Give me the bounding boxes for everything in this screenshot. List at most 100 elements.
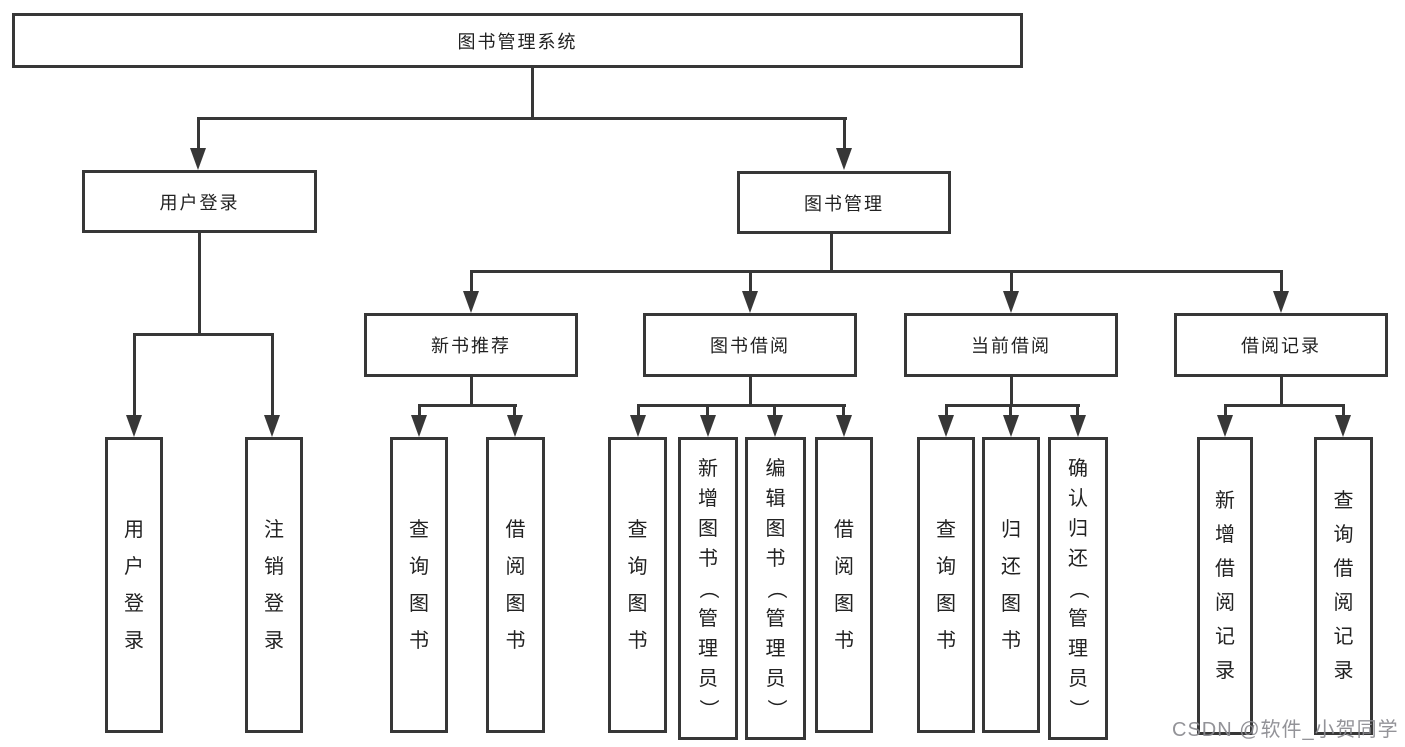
vertical-char: 借 bbox=[1215, 558, 1235, 580]
arrow-down-icon bbox=[126, 415, 142, 437]
arrow-down-icon bbox=[836, 148, 852, 170]
connector-line bbox=[513, 404, 516, 417]
leaf-borrow-books-recommend: 借阅图书 bbox=[486, 437, 545, 733]
arrow-down-icon bbox=[463, 291, 479, 313]
vertical-char: 书 bbox=[765, 547, 786, 570]
connector-line bbox=[470, 270, 473, 293]
arrow-down-icon bbox=[264, 415, 280, 437]
leaf-logout: 注销登录 bbox=[245, 437, 303, 733]
leaf-borrow-books-borrow: 借阅图书 bbox=[815, 437, 873, 733]
arrow-down-icon bbox=[190, 148, 206, 170]
vertical-char: 图 bbox=[834, 592, 854, 615]
leaf-query-borrow-record: 查询借阅记录 bbox=[1314, 437, 1373, 735]
vertical-char: 查 bbox=[936, 518, 956, 541]
vertical-char: 查 bbox=[627, 518, 648, 541]
node-label: 图书借阅 bbox=[710, 336, 790, 356]
vertical-char: 查 bbox=[409, 518, 429, 541]
connector-line bbox=[637, 404, 640, 417]
arrow-down-icon bbox=[767, 415, 783, 437]
vertical-char: 员 bbox=[1068, 667, 1088, 690]
vertical-char: 新 bbox=[1215, 490, 1235, 512]
vertical-char: 编 bbox=[765, 457, 786, 480]
connector-line bbox=[749, 270, 752, 293]
leaf-user-login: 用户登录 bbox=[105, 437, 163, 733]
vertical-char: 图 bbox=[505, 592, 526, 615]
vertical-char: （ bbox=[697, 578, 719, 599]
vertical-char: 图 bbox=[936, 592, 956, 615]
node-label: 借阅记录 bbox=[1241, 336, 1321, 356]
connector-line bbox=[843, 117, 846, 150]
node-label: 用户登录 bbox=[159, 192, 240, 213]
connector-line bbox=[531, 66, 534, 119]
node-label: 新书推荐 bbox=[431, 336, 511, 356]
arrow-down-icon bbox=[1070, 415, 1086, 437]
vertical-char: 图 bbox=[627, 592, 648, 615]
connector-line bbox=[830, 234, 833, 273]
vertical-char: ） bbox=[1067, 698, 1089, 719]
arrow-down-icon bbox=[411, 415, 427, 437]
node-new-book-recommend: 新书推荐 bbox=[364, 313, 578, 377]
vertical-char: 录 bbox=[1333, 660, 1354, 682]
node-book-management: 图书管理 bbox=[737, 171, 951, 234]
vertical-char: 认 bbox=[1068, 487, 1088, 510]
vertical-char: 管 bbox=[765, 607, 786, 630]
connector-line bbox=[842, 404, 845, 417]
leaf-confirm-return-admin: 确认归还（管理员） bbox=[1048, 437, 1108, 740]
leaf-add-borrow-record: 新增借阅记录 bbox=[1197, 437, 1253, 735]
vertical-char: 书 bbox=[698, 547, 718, 570]
node-current-borrowing: 当前借阅 bbox=[904, 313, 1118, 377]
vertical-char: 户 bbox=[124, 555, 144, 578]
connector-line bbox=[1224, 404, 1227, 417]
vertical-char: （ bbox=[764, 578, 787, 599]
arrow-down-icon bbox=[1335, 415, 1351, 437]
vertical-char: 理 bbox=[765, 637, 786, 660]
leaf-query-books-borrow: 查询图书 bbox=[608, 437, 667, 733]
vertical-char: 归 bbox=[1001, 518, 1021, 541]
vertical-char: ） bbox=[764, 698, 787, 719]
vertical-char: 图 bbox=[698, 517, 718, 540]
node-label: 图书管理系统 bbox=[457, 31, 578, 52]
connector-line bbox=[1280, 376, 1283, 407]
vertical-char: 用 bbox=[124, 518, 144, 541]
arrow-down-icon bbox=[1003, 415, 1019, 437]
vertical-char: 辑 bbox=[765, 487, 786, 510]
vertical-char: 借 bbox=[834, 518, 854, 541]
node-label: 图书管理 bbox=[804, 193, 884, 214]
connector-line bbox=[1010, 270, 1013, 293]
arrow-down-icon bbox=[1217, 415, 1233, 437]
vertical-char: 查 bbox=[1333, 490, 1354, 512]
connector-line bbox=[470, 270, 1283, 273]
vertical-char: 员 bbox=[698, 667, 718, 690]
vertical-char: 录 bbox=[1215, 660, 1235, 682]
connector-line bbox=[271, 333, 274, 417]
vertical-char: 图 bbox=[409, 592, 429, 615]
vertical-char: 阅 bbox=[1333, 592, 1354, 614]
vertical-char: 询 bbox=[627, 555, 648, 578]
arrow-down-icon bbox=[630, 415, 646, 437]
vertical-char: 理 bbox=[1068, 637, 1088, 660]
vertical-char: 理 bbox=[698, 637, 718, 660]
connector-line bbox=[1009, 404, 1012, 417]
arrow-down-icon bbox=[700, 415, 716, 437]
connector-line bbox=[1224, 404, 1345, 407]
vertical-char: 增 bbox=[1215, 524, 1235, 546]
vertical-char: 阅 bbox=[505, 555, 526, 578]
vertical-char: 询 bbox=[409, 555, 429, 578]
node-borrowing-records: 借阅记录 bbox=[1174, 313, 1388, 377]
connector-line bbox=[1010, 376, 1013, 407]
vertical-char: 借 bbox=[1333, 558, 1354, 580]
connector-line bbox=[197, 117, 200, 150]
leaf-edit-book-admin: 编辑图书（管理员） bbox=[745, 437, 806, 740]
vertical-char: 管 bbox=[1068, 607, 1088, 630]
vertical-char: 录 bbox=[264, 629, 284, 652]
leaf-return-books: 归还图书 bbox=[982, 437, 1040, 733]
vertical-char: 书 bbox=[834, 629, 854, 652]
arrow-down-icon bbox=[742, 291, 758, 313]
connector-line bbox=[133, 333, 274, 336]
node-book-borrowing: 图书借阅 bbox=[643, 313, 857, 377]
vertical-char: 员 bbox=[765, 667, 786, 690]
connector-line bbox=[418, 404, 517, 407]
arrow-down-icon bbox=[507, 415, 523, 437]
leaf-add-book-admin: 新增图书（管理员） bbox=[678, 437, 738, 740]
vertical-char: 确 bbox=[1068, 457, 1088, 480]
